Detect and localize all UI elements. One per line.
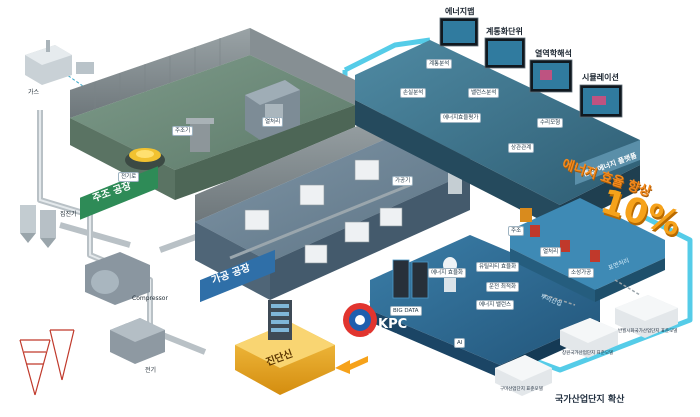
- monitor-title-3: 열역학해석: [535, 49, 572, 58]
- diffusion-label: 국가산업단지 확산: [555, 395, 625, 405]
- power-transmission-tower: [19, 329, 75, 396]
- complex-changwon-label: 창원국가산업단지 표준모델: [562, 351, 614, 356]
- module-correlation: 상관관계: [508, 143, 535, 154]
- complex-banwol-label: 반월시화국가산업단지 표준모델: [618, 329, 678, 334]
- gas-label: 가스: [28, 89, 40, 96]
- process-casting: 주조: [508, 226, 525, 237]
- casting-plant-building: [70, 28, 355, 200]
- complex-gumi-label: 구미산업단지 표준모델: [500, 387, 543, 392]
- compressor-unit: [85, 252, 150, 305]
- transformer-unit: [110, 318, 165, 364]
- casting-machine-label: 주조기: [172, 126, 194, 137]
- module-balance-analysis: 밸런스분석: [468, 88, 500, 99]
- module-system-analysis: 계통분석: [426, 59, 453, 70]
- big-data-label: BIG DATA: [390, 306, 422, 317]
- operation-optimization-label: 운전 최적화: [486, 282, 520, 293]
- electricity-label: 전기: [145, 367, 157, 374]
- melting-furnace-label: 전기로: [118, 172, 140, 183]
- industrial-complex-buildings: [495, 295, 678, 396]
- utility-efficiency-label: 유틸리티 효율화: [476, 262, 520, 273]
- module-loss-analysis: 손실분석: [400, 88, 427, 99]
- module-hydraulic-model: 수리모형: [537, 118, 564, 129]
- energy-balance-label: 에너지 밸런스: [476, 300, 515, 311]
- monitor-title-4: 시뮬레이션: [582, 73, 619, 82]
- process-heat-treatment: 열처리: [540, 247, 562, 258]
- diagnosis-arrow: [335, 356, 368, 374]
- dust-collector-unit: [20, 205, 56, 248]
- dust-collector-label: 집진기: [60, 211, 77, 218]
- compressor-label: Compressor: [132, 295, 168, 302]
- machining-center-label: 가공기: [392, 176, 414, 187]
- gas-facility: [25, 40, 94, 85]
- diagnosis-box: [235, 300, 335, 395]
- heat-treatment-label: 열처리: [262, 117, 284, 128]
- diffusion-lines: [544, 279, 641, 306]
- machining-plant-building: [195, 110, 470, 300]
- root-industry-block: [510, 198, 665, 302]
- process-plastic-working: 소성가공: [568, 268, 595, 279]
- ai-label: AI: [454, 338, 466, 349]
- monitor-title-2: 계통화단위: [486, 27, 523, 36]
- kpc-label: KPC: [378, 317, 408, 332]
- kpc-sub-label: 한국생산성본부: [368, 334, 397, 339]
- kpc-logo: [343, 303, 377, 337]
- monitor-title-1: 에너지맵: [445, 7, 475, 16]
- energy-efficiency-label: 에너지 효율화: [428, 268, 467, 279]
- module-efficiency-evaluation: 에너지효율평가: [440, 113, 482, 124]
